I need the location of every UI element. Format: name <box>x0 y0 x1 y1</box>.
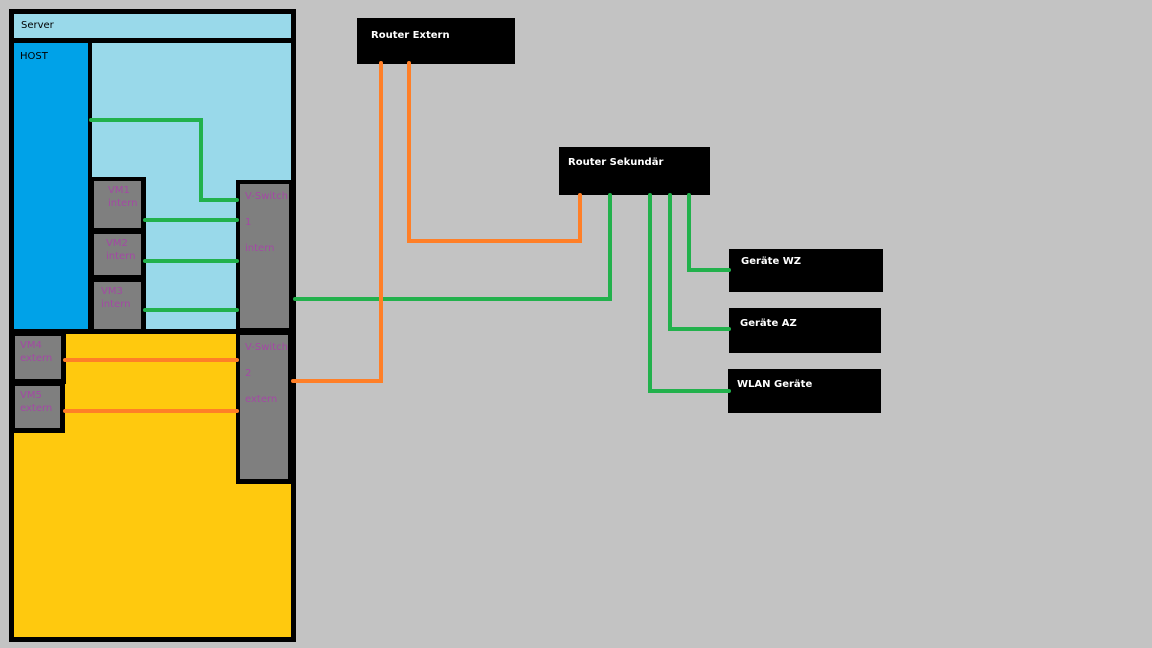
v-switch-2-number: 2 <box>245 368 252 379</box>
vm-3-name: VM3 <box>101 286 123 297</box>
server-title: Server <box>21 20 54 31</box>
vm-1[interactable]: VM1 intern <box>94 181 141 228</box>
vm-4-name: VM4 <box>20 340 42 351</box>
az-link <box>668 193 731 331</box>
external-links <box>63 61 582 413</box>
vm-2-name: VM2 <box>106 238 128 249</box>
v-switch-2[interactable]: V-Switch 2 extern <box>240 335 288 479</box>
wlan-geraete[interactable]: WLAN Geräte <box>728 369 881 413</box>
vm-5[interactable]: VM5 extern <box>15 386 60 428</box>
geraete-wz-label: Geräte WZ <box>741 256 801 267</box>
vm-4[interactable]: VM4 extern <box>15 336 61 379</box>
internal-links <box>89 118 731 393</box>
router-extern-to-sekundaer-link <box>407 61 582 243</box>
vm-2-type: intern <box>106 251 136 262</box>
vm-1-type: intern <box>108 198 138 209</box>
router-extern[interactable]: Router Extern <box>357 18 515 64</box>
v-switch-2-name: V-Switch <box>245 342 288 353</box>
vm-2[interactable]: VM2 intern <box>94 234 141 275</box>
geraete-wz[interactable]: Geräte WZ <box>729 249 883 292</box>
vm-5-type: extern <box>20 403 53 414</box>
wlan-geraete-label: WLAN Geräte <box>737 379 813 390</box>
zone-divider <box>9 329 296 334</box>
vm-3[interactable]: VM3 intern <box>94 282 141 329</box>
v-switch-1-type: intern <box>245 243 275 254</box>
vm-1-name: VM1 <box>108 185 130 196</box>
v-switch-1-number: 1 <box>245 217 252 228</box>
v-switch-1-name: V-Switch <box>245 191 288 202</box>
vswitch1-to-router-sekundaer-link <box>293 193 612 301</box>
vm-3-type: intern <box>101 299 131 310</box>
v-switch-2-type: extern <box>245 394 278 405</box>
router-sekundaer[interactable]: Router Sekundär <box>559 147 710 195</box>
vswitch2-to-router-extern-link <box>291 61 383 383</box>
geraete-az-label: Geräte AZ <box>740 318 797 329</box>
wlan-link <box>648 193 731 393</box>
host-label: HOST <box>20 51 48 62</box>
vm-5-name: VM5 <box>20 390 42 401</box>
wz-link <box>687 193 731 272</box>
geraete-az[interactable]: Geräte AZ <box>729 308 881 353</box>
host-to-vswitch1-link <box>89 118 239 202</box>
host-panel: HOST <box>14 43 88 329</box>
router-sekundaer-label: Router Sekundär <box>568 157 664 168</box>
server-header: Server <box>14 14 291 38</box>
v-switch-1[interactable]: V-Switch 1 intern <box>240 184 289 328</box>
router-extern-label: Router Extern <box>371 30 450 41</box>
vm-4-type: extern <box>20 353 53 364</box>
